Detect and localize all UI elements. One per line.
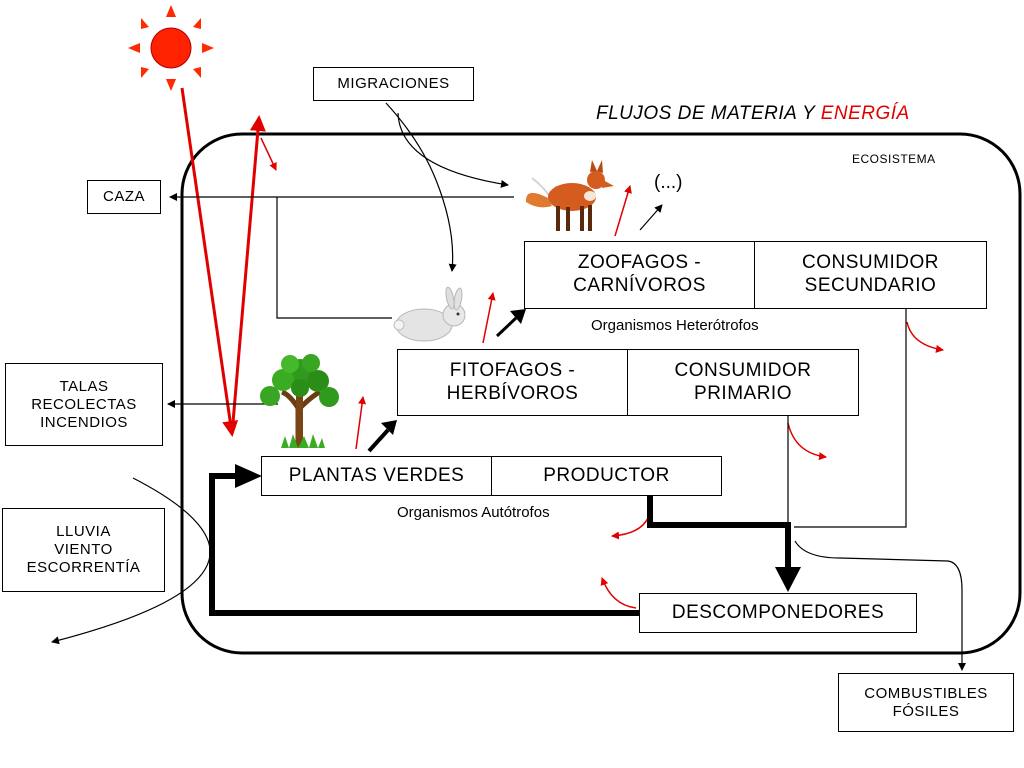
consumidor-primario-line-1: CONSUMIDOR: [674, 359, 812, 381]
fitofagos-box: FITOFAGOS - HERBÍVOROS: [397, 349, 628, 416]
lluvia-line-2: VIENTO: [54, 541, 113, 558]
consumidor-secundario-box: CONSUMIDOR SECUNDARIO: [754, 241, 987, 309]
thick-matter-arrows: [209, 309, 801, 616]
diagram-title: FLUJOS DE MATERIA Y ENERGÍA: [596, 103, 910, 125]
plantas-verdes-box: PLANTAS VERDES: [261, 456, 492, 496]
autotrofos-label: Organismos Autótrofos: [397, 504, 550, 521]
combustibles-line-2: FÓSILES: [892, 702, 960, 720]
combustibles-line-1: COMBUSTIBLES: [864, 684, 988, 702]
tree-icon: [260, 354, 339, 448]
plantas-verdes-label: PLANTAS VERDES: [288, 464, 465, 486]
zoofagos-line-1: ZOOFAGOS -: [577, 252, 702, 274]
energy-flow-arrows: [180, 87, 944, 609]
lluvia-box: LLUVIA VIENTO ESCORRENTÍA: [2, 508, 165, 592]
consumidor-secundario-line-1: CONSUMIDOR: [802, 252, 939, 274]
caza-box: CAZA: [87, 180, 161, 214]
productor-label: PRODUCTOR: [543, 464, 670, 486]
descomponedores-box: DESCOMPONEDORES: [639, 593, 917, 633]
migraciones-box: MIGRACIONES: [313, 67, 474, 101]
consumidor-primario-box: CONSUMIDOR PRIMARIO: [627, 349, 859, 416]
sun-icon: [128, 5, 214, 91]
talas-line-2: RECOLECTAS: [31, 395, 137, 413]
title-energy: ENERGÍA: [820, 103, 910, 124]
fitofagos-line-2: HERBÍVOROS: [446, 382, 579, 404]
fox-icon: [525, 160, 614, 231]
rabbit-icon: [393, 286, 466, 342]
lluvia-line-3: ESCORRENTÍA: [26, 559, 141, 576]
heterotrofos-label: Organismos Heterótrofos: [591, 317, 759, 334]
ecosystem-boundary: [180, 132, 1022, 655]
productor-box: PRODUCTOR: [491, 456, 722, 496]
consumidor-primario-line-2: PRIMARIO: [694, 382, 792, 404]
talas-line-3: INCENDIOS: [40, 413, 128, 431]
zoofagos-box: ZOOFAGOS - CARNÍVOROS: [524, 241, 755, 309]
fitofagos-line-1: FITOFAGOS -: [449, 359, 576, 381]
ellipsis-label: (...): [654, 172, 683, 193]
descomponedores-label: DESCOMPONEDORES: [671, 601, 885, 623]
lluvia-line-1: LLUVIA: [56, 523, 111, 540]
title-matter: FLUJOS DE MATERIA Y: [596, 103, 821, 124]
migraciones-label: MIGRACIONES: [337, 75, 450, 92]
consumidor-secundario-line-2: SECUNDARIO: [804, 275, 937, 296]
talas-box: TALAS RECOLECTAS INCENDIOS: [5, 363, 163, 446]
zoofagos-line-2: CARNÍVOROS: [573, 275, 706, 296]
talas-line-1: TALAS: [59, 377, 109, 395]
ecosystem-label: ECOSISTEMA: [852, 152, 936, 166]
combustibles-box: COMBUSTIBLES FÓSILES: [838, 673, 1014, 732]
caza-label: CAZA: [102, 188, 145, 205]
